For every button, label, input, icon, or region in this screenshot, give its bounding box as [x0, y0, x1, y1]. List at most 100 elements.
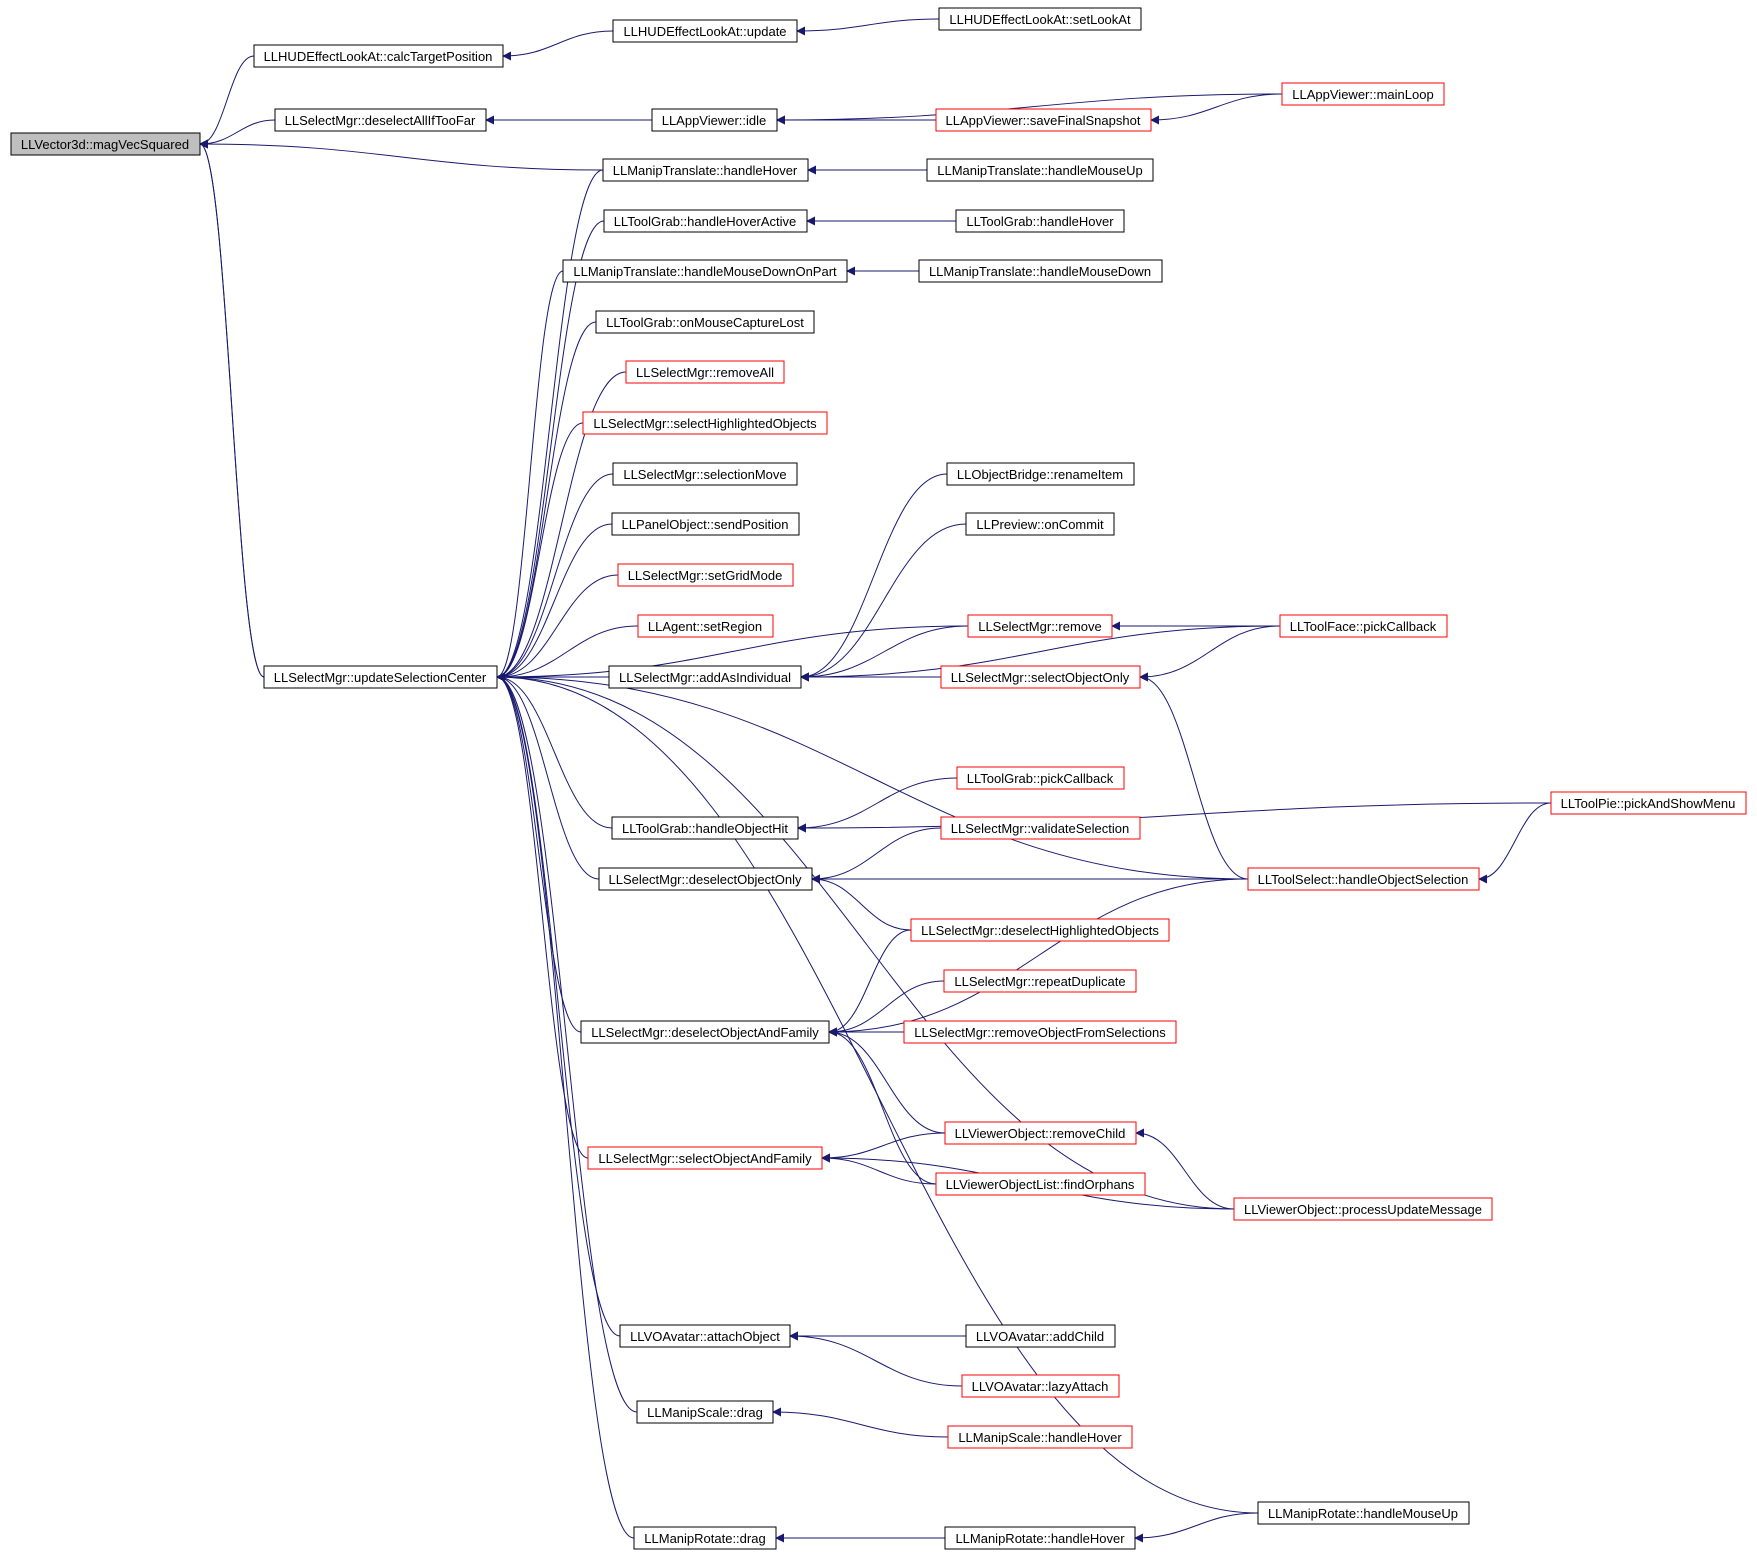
- node-preview-on-commit[interactable]: LLPreview::onCommit: [965, 512, 1115, 536]
- node-send-position[interactable]: LLPanelObject::sendPosition: [611, 512, 800, 536]
- node-tg-handle-hover[interactable]: LLToolGrab::handleHover: [955, 209, 1125, 233]
- node-mr-handle-hover[interactable]: LLManipRotate::handleHover: [944, 1526, 1136, 1550]
- node-mr-handle-mouse-up[interactable]: LLManipRotate::handleMouseUp: [1257, 1501, 1470, 1525]
- node-box: [612, 462, 798, 486]
- node-main-loop[interactable]: LLAppViewer::mainLoop: [1281, 82, 1445, 106]
- node-select-object-only[interactable]: LLSelectMgr::selectObjectOnly: [940, 665, 1141, 689]
- edge-deselect-highlighted-to-deselect-object-and-family: [828, 929, 912, 1037]
- node-save-final-snapshot[interactable]: LLAppViewer::saveFinalSnapshot: [935, 108, 1152, 132]
- node-mr-drag[interactable]: LLManipRotate::drag: [633, 1526, 777, 1550]
- node-mt-mouse-down-on-part[interactable]: LLManipTranslate::handleMouseDownOnPart: [562, 259, 848, 283]
- node-box: [940, 665, 1141, 689]
- node-deselect-object-only[interactable]: LLSelectMgr::deselectObjectOnly: [598, 867, 813, 891]
- node-box: [263, 665, 498, 689]
- node-label: LLToolFace::pickCallback: [1290, 619, 1437, 634]
- node-deselect-all-if-too-far[interactable]: LLSelectMgr::deselectAllIfTooFar: [274, 108, 487, 132]
- node-label: LLSelectMgr::removeAll: [636, 365, 774, 380]
- node-tg-pick-callback[interactable]: LLToolGrab::pickCallback: [956, 766, 1125, 790]
- edge-lazy-attach-to-attach-object: [789, 1331, 963, 1387]
- edge-set-region-to-update-selection-center: [496, 625, 639, 682]
- edge-mt-mouse-down-on-part-to-update-selection-center: [496, 270, 564, 682]
- node-mt-handle-hover[interactable]: LLManipTranslate::handleHover: [602, 158, 809, 182]
- node-repeat-duplicate[interactable]: LLSelectMgr::repeatDuplicate: [943, 969, 1137, 993]
- node-hud-update[interactable]: LLHUDEffectLookAt::update: [612, 19, 798, 43]
- node-select-highlighted[interactable]: LLSelectMgr::selectHighlightedObjects: [582, 411, 828, 435]
- node-pick-and-show-menu[interactable]: LLToolPie::pickAndShowMenu: [1550, 791, 1747, 815]
- node-label: LLVOAvatar::addChild: [976, 1329, 1104, 1344]
- node-tf-pick-callback[interactable]: LLToolFace::pickCallback: [1279, 614, 1448, 638]
- node-selection-move[interactable]: LLSelectMgr::selectionMove: [612, 462, 798, 486]
- node-label: LLSelectMgr::deselectAllIfTooFar: [285, 113, 476, 128]
- node-box: [946, 462, 1135, 486]
- node-box: [1279, 614, 1448, 638]
- node-root[interactable]: LLVector3d::magVecSquared: [10, 132, 201, 156]
- node-box: [956, 766, 1125, 790]
- node-set-look-at[interactable]: LLHUDEffectLookAt::setLookAt: [938, 7, 1142, 31]
- node-label: LLSelectMgr::deselectObjectOnly: [609, 872, 802, 887]
- node-set-region[interactable]: LLAgent::setRegion: [637, 614, 774, 638]
- node-ms-handle-hover[interactable]: LLManipScale::handleHover: [947, 1425, 1133, 1449]
- node-add-child[interactable]: LLVOAvatar::addChild: [965, 1324, 1116, 1348]
- node-rename-item[interactable]: LLObjectBridge::renameItem: [946, 462, 1135, 486]
- edge-find-orphans-to-select-object-and-family: [821, 1153, 937, 1185]
- node-box: [603, 209, 808, 233]
- node-box: [617, 563, 794, 587]
- node-tg-handle-object-hit[interactable]: LLToolGrab::handleObjectHit: [611, 816, 799, 840]
- node-ms-drag[interactable]: LLManipScale::drag: [636, 1400, 774, 1424]
- edge-vo-remove-child-to-deselect-object-and-family: [828, 1027, 946, 1134]
- node-remove-object-from-selections[interactable]: LLSelectMgr::removeObjectFromSelections: [903, 1020, 1177, 1044]
- node-vo-remove-child[interactable]: LLViewerObject::removeChild: [944, 1121, 1137, 1145]
- edge-attach-object-to-update-selection-center: [496, 672, 621, 1337]
- node-calc-target[interactable]: LLHUDEffectLookAt::calcTargetPosition: [253, 44, 504, 68]
- node-box: [1281, 82, 1445, 106]
- node-sm-remove[interactable]: LLSelectMgr::remove: [967, 614, 1113, 638]
- node-lazy-attach[interactable]: LLVOAvatar::lazyAttach: [961, 1374, 1120, 1398]
- node-box: [944, 1526, 1136, 1550]
- node-label: LLManipTranslate::handleMouseDownOnPart: [573, 264, 837, 279]
- edge-main-loop-to-idle: [776, 93, 1283, 125]
- node-tg-handle-hover-active[interactable]: LLToolGrab::handleHoverActive: [603, 209, 808, 233]
- node-update-selection-center[interactable]: LLSelectMgr::updateSelectionCenter: [263, 665, 498, 689]
- node-box: [918, 259, 1163, 283]
- edge-vo-remove-child-to-select-object-and-family: [821, 1132, 946, 1163]
- node-attach-object[interactable]: LLVOAvatar::attachObject: [619, 1324, 791, 1348]
- node-box: [965, 1324, 1116, 1348]
- edge-process-update-message-to-vo-remove-child: [1135, 1128, 1235, 1210]
- node-find-orphans[interactable]: LLViewerObjectList::findOrphans: [935, 1172, 1146, 1196]
- node-idle[interactable]: LLAppViewer::idle: [651, 108, 778, 132]
- node-deselect-object-and-family[interactable]: LLSelectMgr::deselectObjectAndFamily: [580, 1020, 830, 1044]
- edge-tf-pick-callback-to-add-as-individual: [800, 625, 1281, 682]
- node-process-update-message[interactable]: LLViewerObject::processUpdateMessage: [1233, 1197, 1493, 1221]
- node-box: [619, 1324, 791, 1348]
- node-box: [955, 209, 1125, 233]
- node-validate-selection[interactable]: LLSelectMgr::validateSelection: [940, 816, 1141, 840]
- node-label: LLViewerObject::processUpdateMessage: [1244, 1202, 1482, 1217]
- node-set-grid-mode[interactable]: LLSelectMgr::setGridMode: [617, 563, 794, 587]
- edge-validate-selection-to-deselect-object-only: [811, 827, 942, 884]
- node-add-as-individual[interactable]: LLSelectMgr::addAsIndividual: [608, 665, 802, 689]
- node-box: [961, 1374, 1120, 1398]
- node-box: [611, 816, 799, 840]
- node-mt-handle-mouse-up[interactable]: LLManipTranslate::handleMouseUp: [926, 158, 1154, 182]
- node-label: LLToolGrab::pickCallback: [967, 771, 1114, 786]
- node-mt-handle-mouse-down[interactable]: LLManipTranslate::handleMouseDown: [918, 259, 1163, 283]
- node-tg-mouse-capture-lost[interactable]: LLToolGrab::onMouseCaptureLost: [595, 310, 815, 334]
- node-box: [935, 1172, 1146, 1196]
- node-box: [651, 108, 778, 132]
- node-label: LLManipTranslate::handleMouseDown: [929, 264, 1151, 279]
- edge-tf-pick-callback-to-select-object-only: [1139, 625, 1281, 682]
- node-label: LLSelectMgr::deselectObjectAndFamily: [591, 1025, 819, 1040]
- edge-selection-move-to-update-selection-center: [496, 473, 614, 682]
- edge-pick-and-show-menu-to-handle-object-selection: [1478, 802, 1552, 884]
- node-handle-object-selection[interactable]: LLToolSelect::handleObjectSelection: [1247, 867, 1480, 891]
- node-remove-all[interactable]: LLSelectMgr::removeAll: [625, 360, 785, 384]
- edge-ms-drag-to-update-selection-center: [496, 672, 638, 1413]
- node-box: [1550, 791, 1747, 815]
- node-label: LLAppViewer::saveFinalSnapshot: [946, 113, 1141, 128]
- node-deselect-highlighted[interactable]: LLSelectMgr::deselectHighlightedObjects: [910, 918, 1170, 942]
- node-label: LLSelectMgr::remove: [978, 619, 1102, 634]
- node-label: LLViewerObjectList::findOrphans: [946, 1177, 1135, 1192]
- node-label: LLSelectMgr::repeatDuplicate: [954, 974, 1125, 989]
- node-select-object-and-family[interactable]: LLSelectMgr::selectObjectAndFamily: [587, 1146, 823, 1170]
- node-label: LLSelectMgr::deselectHighlightedObjects: [921, 923, 1159, 938]
